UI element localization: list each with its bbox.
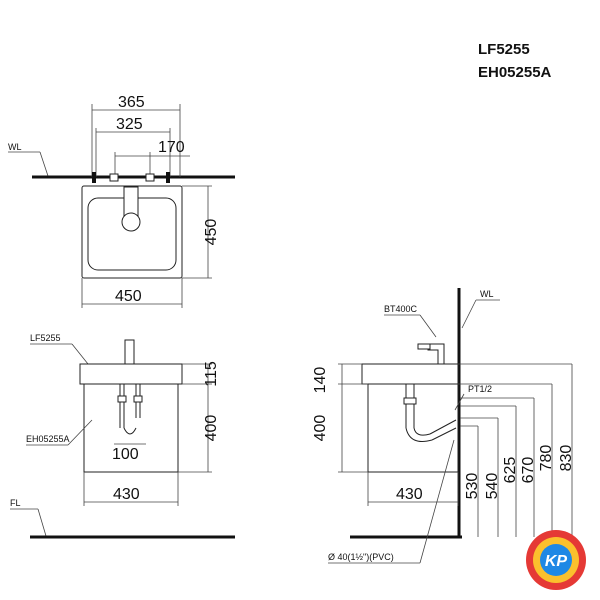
faucet-label: BT400C [384,304,418,314]
dim-100: 100 [112,446,139,463]
dim-530: 530 [464,473,481,500]
pipe-label: PT1/2 [468,384,492,394]
basin-side [361,363,459,385]
drain-label: Ø 40(1½")(PVC) [328,552,394,562]
basin-top-outline [81,185,183,279]
dim-430-front: 430 [113,486,140,503]
dim-400-front: 400 [203,415,220,442]
wl-leader-top-2 [39,151,49,177]
cabinet-side [367,383,459,473]
top-view: WL 365 325 170 450 [8,94,235,308]
basin-front [79,363,183,385]
logo-inner-disc [540,544,572,576]
basin-label: LF5255 [30,333,61,343]
wl-label-side: WL [480,289,494,299]
dim-140: 140 [312,367,329,394]
brand-logo: KP [526,530,586,590]
dim-830: 830 [558,445,575,472]
dim-325: 325 [116,116,143,133]
dim-115: 115 [203,361,220,387]
dim-170: 170 [158,139,185,156]
dim-670: 670 [520,457,537,484]
dim-450-h: 450 [203,219,220,246]
drain-top [121,212,141,232]
dim-430-side: 430 [396,486,423,503]
dim-365: 365 [118,94,145,111]
side-view: WL BT400C PT1/2 140 400 430 [312,288,575,564]
cabinet-label: EH05255A [26,434,70,444]
dim-780: 780 [538,445,555,472]
dim-400-side: 400 [312,415,329,442]
front-view: LF5255 EH05255A 100 115 400 43 [10,333,235,539]
logo-text: KP [545,553,568,570]
model-cabinet-title: EH05255A [478,64,552,81]
dim-625: 625 [502,457,519,484]
wl-label-top: WL [8,142,22,152]
model-basin-title: LF5255 [478,41,530,58]
dim-540: 540 [484,473,501,500]
dim-450-w: 450 [115,288,142,305]
faucet-front [124,339,135,365]
fl-label: FL [10,498,21,508]
